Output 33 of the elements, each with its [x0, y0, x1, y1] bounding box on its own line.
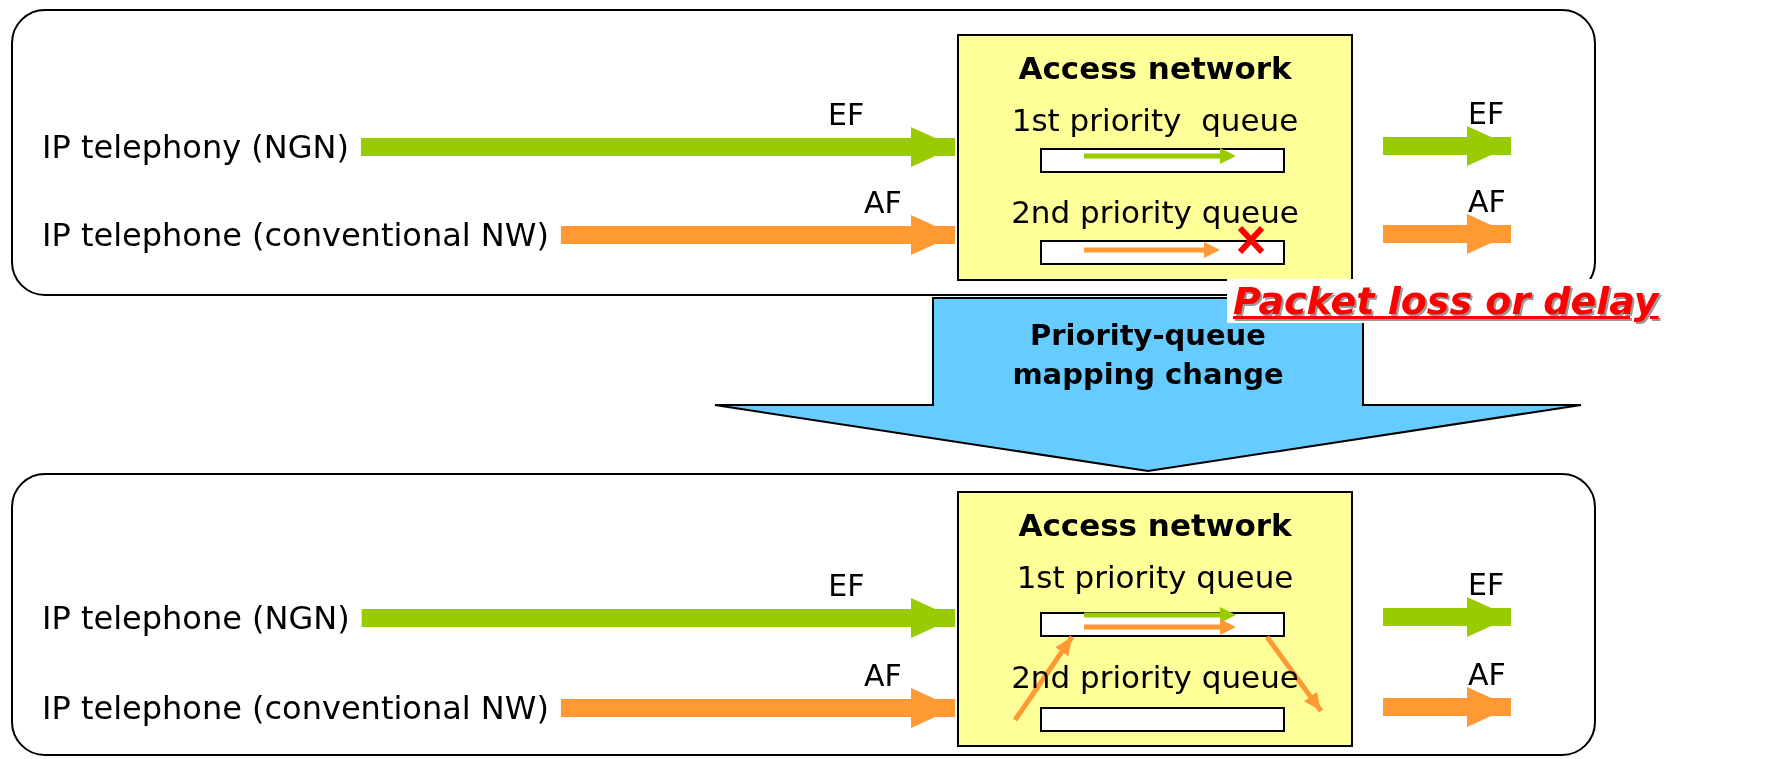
arrow	[560, 688, 955, 728]
arrow	[1383, 687, 1511, 727]
edge-label: EF	[1467, 567, 1505, 602]
arrow	[1383, 597, 1511, 637]
arrow	[560, 215, 955, 255]
edge-label: AF	[1467, 657, 1506, 692]
edge-label: EF	[1467, 96, 1505, 131]
queue-label: 1st priority queue	[1011, 102, 1299, 138]
edge-label: AF	[864, 185, 902, 220]
network-box	[957, 491, 1353, 747]
arrow	[1264, 635, 1324, 713]
box-heading: Access network	[1018, 507, 1292, 543]
arrow	[1383, 126, 1511, 166]
queue-label: 1st priority queue	[1016, 559, 1294, 595]
box-heading: Access network	[1018, 50, 1292, 86]
queue-bar	[1040, 707, 1285, 732]
network-box	[957, 34, 1353, 281]
service-label: IP telephony (NGN)	[42, 128, 349, 166]
edge-label: EF	[828, 97, 865, 132]
queue-label: 2nd priority queue	[1011, 659, 1299, 695]
edge-label: EF	[828, 568, 865, 603]
service-label: IP telephone (conventional NW)	[42, 689, 549, 727]
service-label: IP telephone (conventional NW)	[42, 216, 549, 254]
arrow	[361, 598, 955, 638]
service-label: IP telephone (NGN)	[42, 599, 350, 637]
arrow	[1012, 635, 1075, 722]
queue-label: 2nd priority queue	[1011, 194, 1299, 230]
edge-label: AF	[864, 658, 902, 693]
edge-label: AF	[1467, 184, 1506, 219]
block-arrow	[714, 297, 1582, 472]
arrow	[1383, 214, 1511, 254]
rounded-panel	[11, 473, 1596, 756]
arrow	[360, 127, 955, 167]
